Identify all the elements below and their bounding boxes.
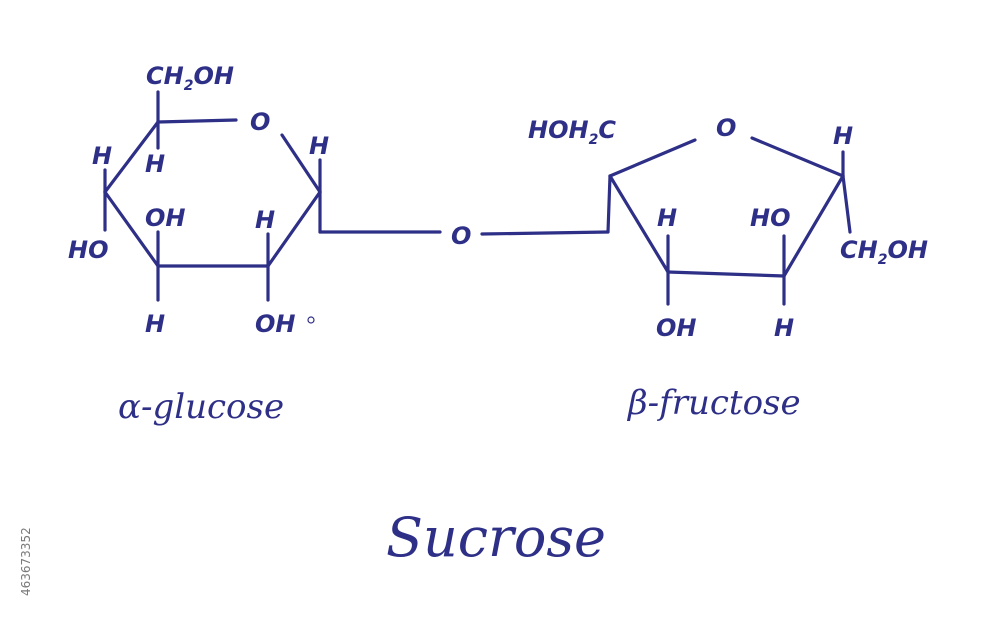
glucose-caption: α-glucose <box>118 387 284 427</box>
bond-fru-c2-up <box>606 174 612 234</box>
glucose-c4-hydroxyl: HO <box>68 236 109 264</box>
bond-o-c1 <box>280 133 322 194</box>
fructose-ring-oxygen: O <box>716 114 736 142</box>
bond-c4-c5 <box>103 120 160 194</box>
fructose-c4-hydroxyl: HO <box>750 204 791 232</box>
bond-c3-c2 <box>608 174 670 274</box>
fructose-c4-hydrogen: H <box>774 314 794 342</box>
glucose-c1-hydrogen: H <box>309 132 329 160</box>
bond-c5-ch2oh <box>841 174 852 234</box>
bond-c2-o <box>608 138 697 178</box>
bond-c1-c2 <box>266 190 322 268</box>
glucose-ring-oxygen: O <box>250 108 270 136</box>
glycosidic-bonds <box>318 174 612 236</box>
stray-dot <box>307 316 315 324</box>
diagram-title: Sucrose <box>386 506 606 569</box>
stock-id-label: 463673352 <box>19 527 33 596</box>
glucose-c2-hydroxyl: OH <box>255 310 296 338</box>
glucose-substituent-bonds <box>103 90 322 302</box>
glucose-c3-hydroxyl: OH <box>145 204 186 232</box>
fructose-c5-hydrogen: H <box>833 122 853 150</box>
bond-o-c5 <box>750 136 845 178</box>
glucose-c3-hydrogen: H <box>145 310 165 338</box>
glucose-ring-bonds <box>103 118 322 268</box>
bond-bridge-right <box>480 230 610 236</box>
bond-c3-c4 <box>103 190 160 268</box>
glucose-c5-hydrogen: H <box>145 150 165 178</box>
fructose-ch2oh-label: CH2OH <box>840 236 928 268</box>
fructose-c3-hydrogen: H <box>657 204 677 232</box>
bond-c5-o <box>156 118 238 124</box>
glycosidic-oxygen: O <box>451 222 471 250</box>
bond-c4-c3 <box>666 270 786 278</box>
fructose-substituent-bonds <box>666 150 852 306</box>
fructose-c3-hydroxyl: OH <box>656 314 697 342</box>
bond-c5-c4 <box>782 174 845 278</box>
fructose-ring-bonds <box>608 136 845 278</box>
fructose-hoh2c-label: HOH2C <box>528 116 616 148</box>
glucose-c4-hydrogen: H <box>92 142 112 170</box>
glucose-ch2oh-label: CH2OH <box>146 62 234 94</box>
glucose-c2-hydrogen: H <box>255 206 275 234</box>
fructose-caption: β-fructose <box>626 383 801 423</box>
